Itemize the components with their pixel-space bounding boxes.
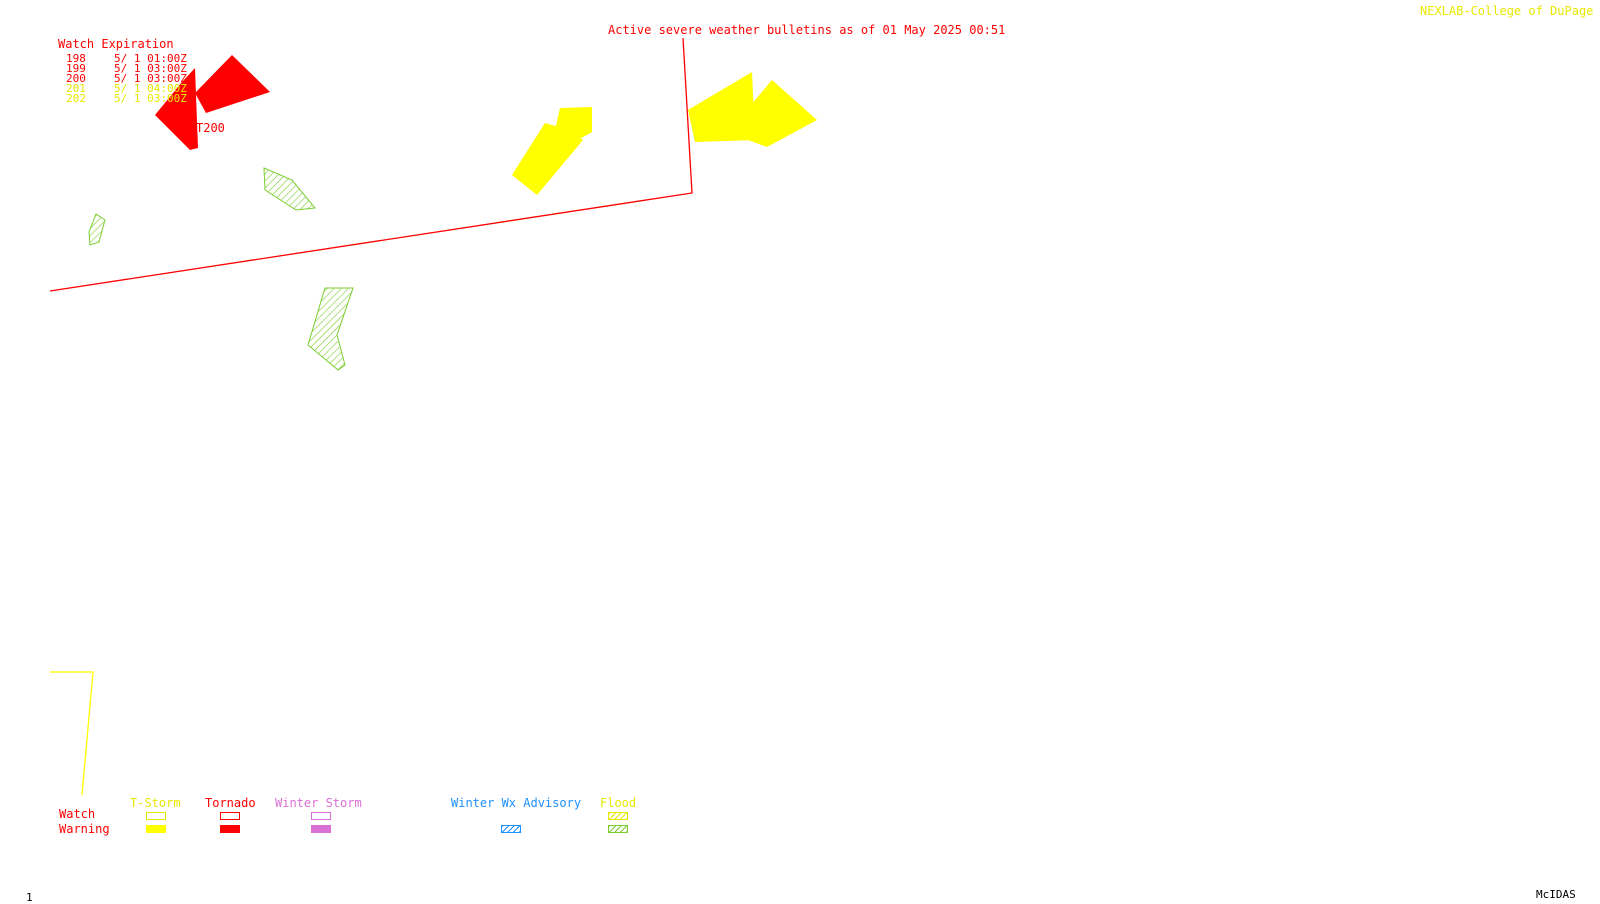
tstorm-warning-polygon [688,72,755,142]
watch-expiration-heading: Watch Expiration [58,37,174,51]
legend-warning-swatch-winter-wx-advisory [501,825,521,833]
flood-warning-polygon [307,287,354,371]
frame-number: 1 [26,891,33,904]
legend-label-winter-wx-advisory: Winter Wx Advisory [451,796,582,810]
legend-label-tornado: Tornado [205,796,256,810]
legend-label-winter-storm: Winter Storm [275,796,362,810]
watch-id: 198 [66,52,86,65]
legend-watch-swatch-tornado [220,812,240,820]
software-label: McIDAS [1536,888,1576,901]
tstorm-warning-polygon [512,123,583,195]
watch-expiration-time: 5/ 1 03:00Z [114,72,187,85]
legend-label-flood: Flood [600,796,637,810]
legend-warning-swatch-flood [608,825,628,833]
legend-watch-swatch-flood [608,812,628,820]
tstorm-warning-polygon [555,107,592,140]
tornado-warning-polygon [195,55,270,113]
tstorm-warning-polygon [745,80,817,147]
source-credit: NEXLAB-College of DuPage [1420,4,1594,18]
flood-warning-polygon [263,167,316,211]
bulletin-title: Active severe weather bulletins as of 01… [608,23,1006,37]
watch-id: 200 [66,72,86,85]
watch-expiration-time: 5/ 1 01:00Z [114,52,187,65]
tornado-warning-polygon [155,68,198,150]
legend-row-watch: Watch [59,807,96,821]
watch-id: 199 [66,62,86,75]
watch-label: T200 [196,121,225,135]
legend-warning-swatch-winter-storm [311,825,331,833]
legend-row-warning: Warning [59,822,110,836]
tstorm-watch-boundary [50,671,94,796]
legend-watch-swatch-winter-storm [311,812,331,820]
flood-warning-polygon [88,213,106,246]
watch-id: 202 [66,92,86,105]
legend-warning-swatch-tstorm [146,825,166,833]
tornado-watch-boundary [49,37,693,292]
legend-watch-swatch-tstorm [146,812,166,820]
watch-expiration-time: 5/ 1 03:00Z [114,92,187,105]
watch-id: 201 [66,82,86,95]
watch-expiration-time: 5/ 1 04:00Z [114,82,187,95]
watch-expiration-time: 5/ 1 03:00Z [114,62,187,75]
legend-warning-swatch-tornado [220,825,240,833]
legend-label-tstorm: T-Storm [130,796,181,810]
